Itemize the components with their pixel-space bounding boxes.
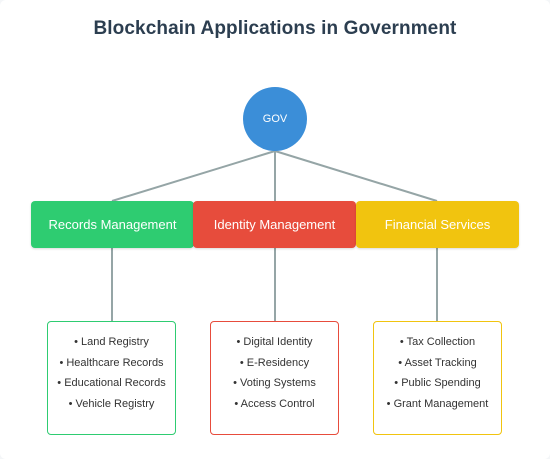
list-item: • Public Spending <box>394 377 481 389</box>
list-item: • Asset Tracking <box>398 356 477 369</box>
list-item: • E-Residency <box>239 356 310 369</box>
branch-identity-label: Identity Management <box>213 217 336 232</box>
branch-records-label: Records Management <box>48 217 177 232</box>
list-item: • Healthcare Records <box>59 356 164 369</box>
list-item: • Land Registry <box>74 336 149 348</box>
list-item: • Digital Identity <box>236 336 313 348</box>
identity-items-box: • Digital Identity • E-Residency • Votin… <box>210 321 339 435</box>
gov-root-node: GOV <box>243 87 307 151</box>
list-item: • Grant Management <box>386 397 489 410</box>
connector-root-finance <box>274 150 438 202</box>
branch-finance-label: Financial Services <box>384 217 491 232</box>
list-item: • Tax Collection <box>399 336 476 348</box>
branch-records-management: Records Management <box>31 201 194 248</box>
branch-financial-services: Financial Services <box>356 201 519 248</box>
list-item: • Access Control <box>234 397 315 410</box>
identity-items-list: • Digital Identity • E-Residency • Votin… <box>211 332 338 414</box>
diagram-title: Blockchain Applications in Government <box>93 18 457 39</box>
gov-root-label: GOV <box>262 113 288 125</box>
branch-identity-management: Identity Management <box>193 201 356 248</box>
records-items-box: • Land Registry • Healthcare Records • E… <box>47 321 176 435</box>
list-item: • Voting Systems <box>233 377 316 389</box>
finance-items-box: • Tax Collection • Asset Tracking • Publ… <box>373 321 502 435</box>
records-items-list: • Land Registry • Healthcare Records • E… <box>48 332 175 414</box>
finance-items-list: • Tax Collection • Asset Tracking • Publ… <box>374 332 501 414</box>
list-item: • Vehicle Registry <box>68 397 155 410</box>
connector-root-records <box>111 150 276 202</box>
list-item: • Educational Records <box>57 377 166 389</box>
